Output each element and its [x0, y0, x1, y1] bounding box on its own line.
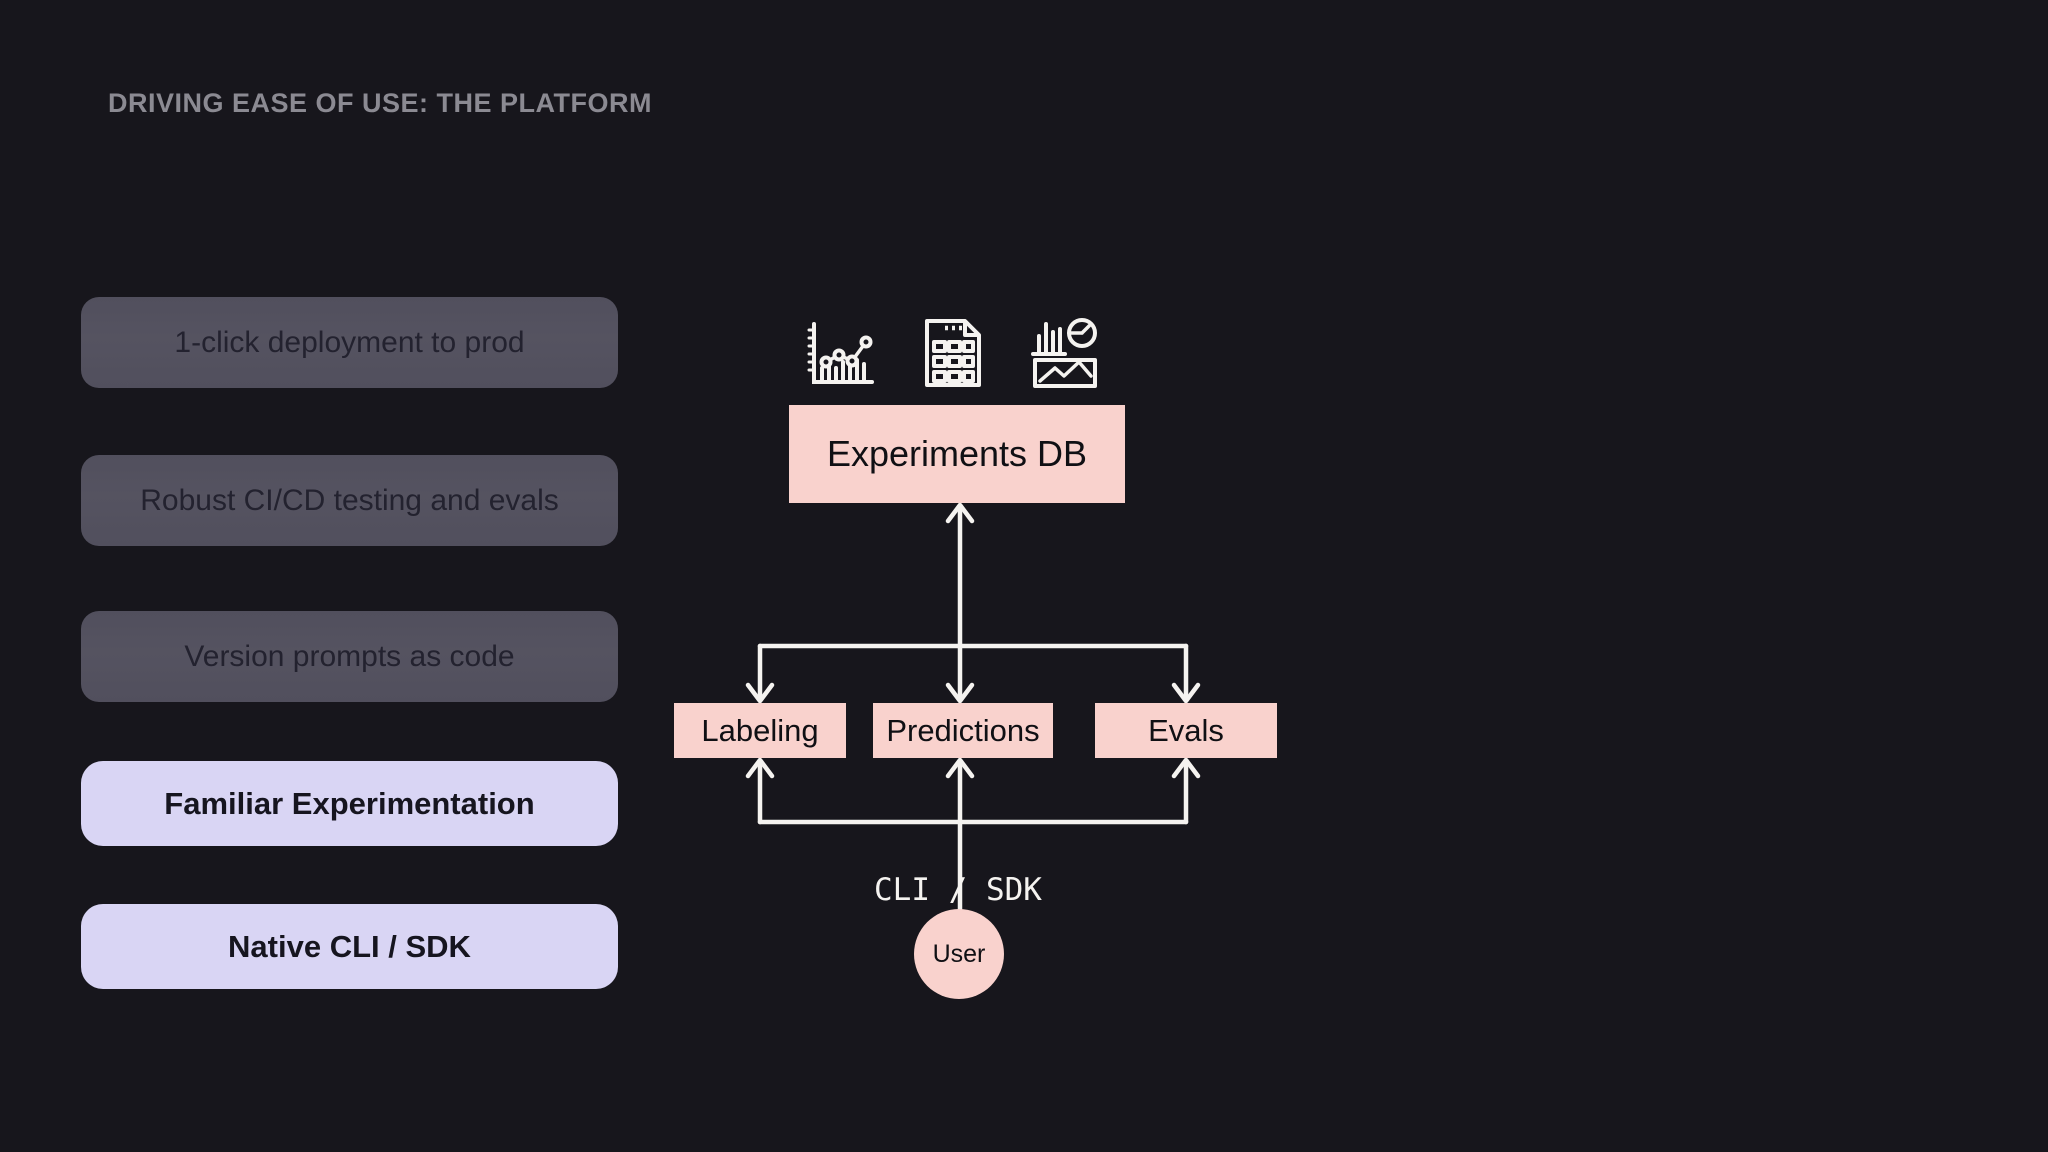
combo-chart-icon	[806, 318, 876, 395]
feature-pill-cli-sdk: Native CLI / SDK	[81, 904, 618, 989]
feature-pill-version-prompts: Version prompts as code	[81, 611, 618, 702]
spreadsheet-report-icon	[919, 316, 987, 395]
slide-title: DRIVING EASE OF USE: THE PLATFORM	[108, 88, 653, 118]
labeling-node: Labeling	[674, 703, 846, 758]
user-node: User	[914, 909, 1004, 999]
experiments-db-node: Experiments DB	[789, 405, 1125, 503]
feature-pill-cicd: Robust CI/CD testing and evals	[81, 455, 618, 546]
dashboard-charts-icon	[1029, 316, 1099, 395]
evals-node: Evals	[1095, 703, 1277, 758]
feature-pill-deployment: 1-click deployment to prod	[81, 297, 618, 388]
feature-pill-experimentation: Familiar Experimentation	[81, 761, 618, 846]
predictions-node: Predictions	[873, 703, 1053, 758]
cli-sdk-label: CLI / SDK	[874, 872, 1042, 908]
